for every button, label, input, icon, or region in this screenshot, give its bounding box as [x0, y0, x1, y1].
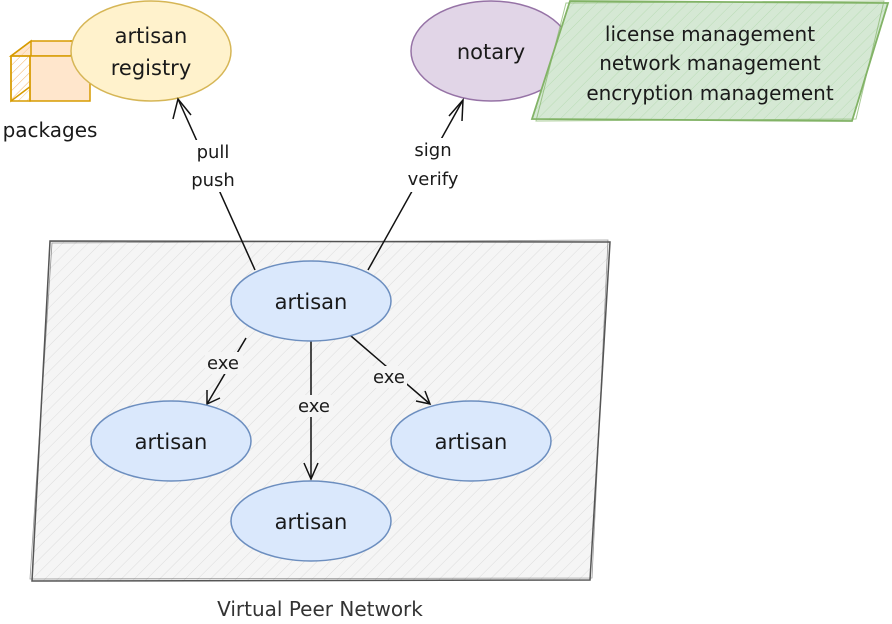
notary-label: notary	[457, 40, 525, 64]
network-caption: Virtual Peer Network	[217, 597, 423, 621]
box-icon	[8, 39, 93, 103]
notary-node[interactable]: notary	[410, 0, 572, 102]
registry-label-line2: registry	[111, 56, 192, 80]
edge-label-verify: verify	[408, 169, 459, 190]
note-line-network: network management	[599, 51, 821, 75]
note-line-encryption: encryption management	[586, 81, 834, 105]
artisan-main-node[interactable]: artisan	[230, 260, 392, 342]
registry-label-line1: artisan	[115, 24, 188, 48]
artisan-right-label: artisan	[435, 430, 508, 454]
artisan-bottom-node[interactable]: artisan	[230, 480, 392, 562]
artisan-main-label: artisan	[275, 290, 348, 314]
artisan-left-node[interactable]: artisan	[90, 400, 252, 482]
management-note: license management network management en…	[530, 0, 890, 122]
edge-label-exe-right: exe	[373, 367, 405, 388]
edge-label-exe-bottom: exe	[298, 396, 330, 417]
note-line-license: license management	[605, 22, 815, 46]
edge-label-exe-left: exe	[207, 353, 239, 374]
packages-label: packages	[3, 118, 98, 142]
edge-label-pull: pull	[197, 142, 230, 163]
artisan-registry-node[interactable]: artisan registry	[70, 0, 232, 102]
edge-label-sign: sign	[414, 140, 451, 161]
artisan-left-label: artisan	[135, 430, 208, 454]
artisan-right-node[interactable]: artisan	[390, 400, 552, 482]
artisan-bottom-label: artisan	[275, 510, 348, 534]
edge-label-push: push	[191, 170, 235, 191]
